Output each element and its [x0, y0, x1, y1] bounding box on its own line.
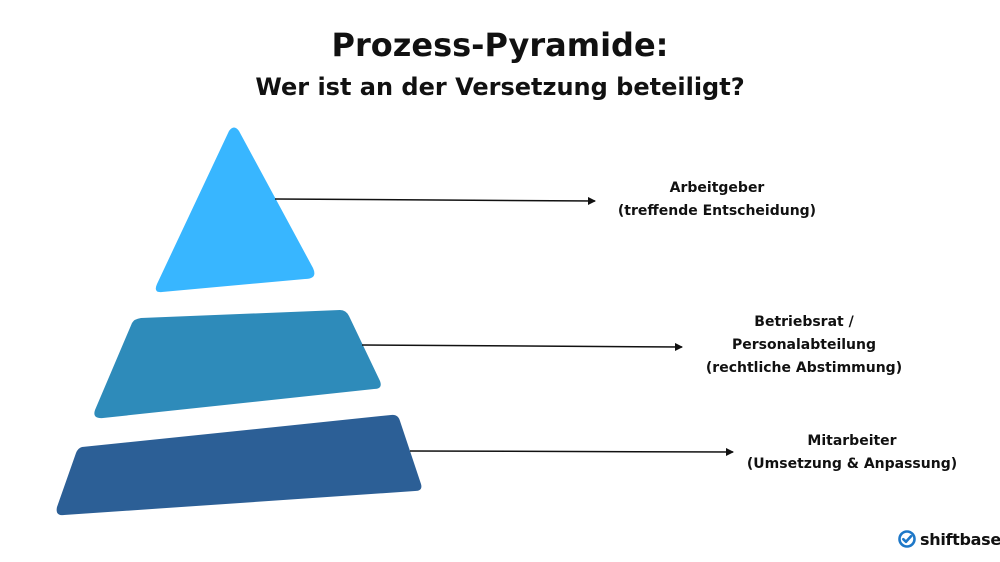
- pyramid-tier-bottom: [56, 414, 422, 516]
- label-betriebsrat-name-line2: Personalabteilung: [731, 337, 877, 353]
- diagram-title: Prozess-Pyramide:: [331, 26, 669, 64]
- label-betriebsrat-name-line1: Betriebsrat /: [754, 314, 854, 330]
- check-circle-icon: [898, 530, 916, 548]
- arrow-bottom: [409, 447, 734, 456]
- arrow-top: [274, 196, 596, 205]
- label-betriebsrat: Betriebsrat / Personalabteilung (rechtli…: [706, 311, 902, 380]
- label-mitarbeiter: Mitarbeiter (Umsetzung & Anpassung): [747, 430, 957, 476]
- logo-text: shiftbase: [920, 529, 1000, 549]
- label-arbeitgeber-name: Arbeitgeber: [669, 180, 765, 196]
- label-arbeitgeber-role: (treffende Entscheidung): [617, 203, 817, 219]
- pyramid-tier-middle: [94, 310, 381, 419]
- shiftbase-logo: shiftbase: [897, 527, 1000, 551]
- label-mitarbeiter-name: Mitarbeiter: [807, 433, 897, 449]
- diagram-subtitle: Wer ist an der Versetzung beteiligt?: [255, 73, 745, 101]
- label-arbeitgeber: Arbeitgeber (treffende Entscheidung): [618, 177, 816, 223]
- label-mitarbeiter-role: (Umsetzung & Anpassung): [746, 456, 958, 472]
- pyramid-tier-top: [155, 127, 315, 293]
- label-betriebsrat-role: (rechtliche Abstimmung): [705, 360, 903, 376]
- arrow-middle: [361, 342, 683, 351]
